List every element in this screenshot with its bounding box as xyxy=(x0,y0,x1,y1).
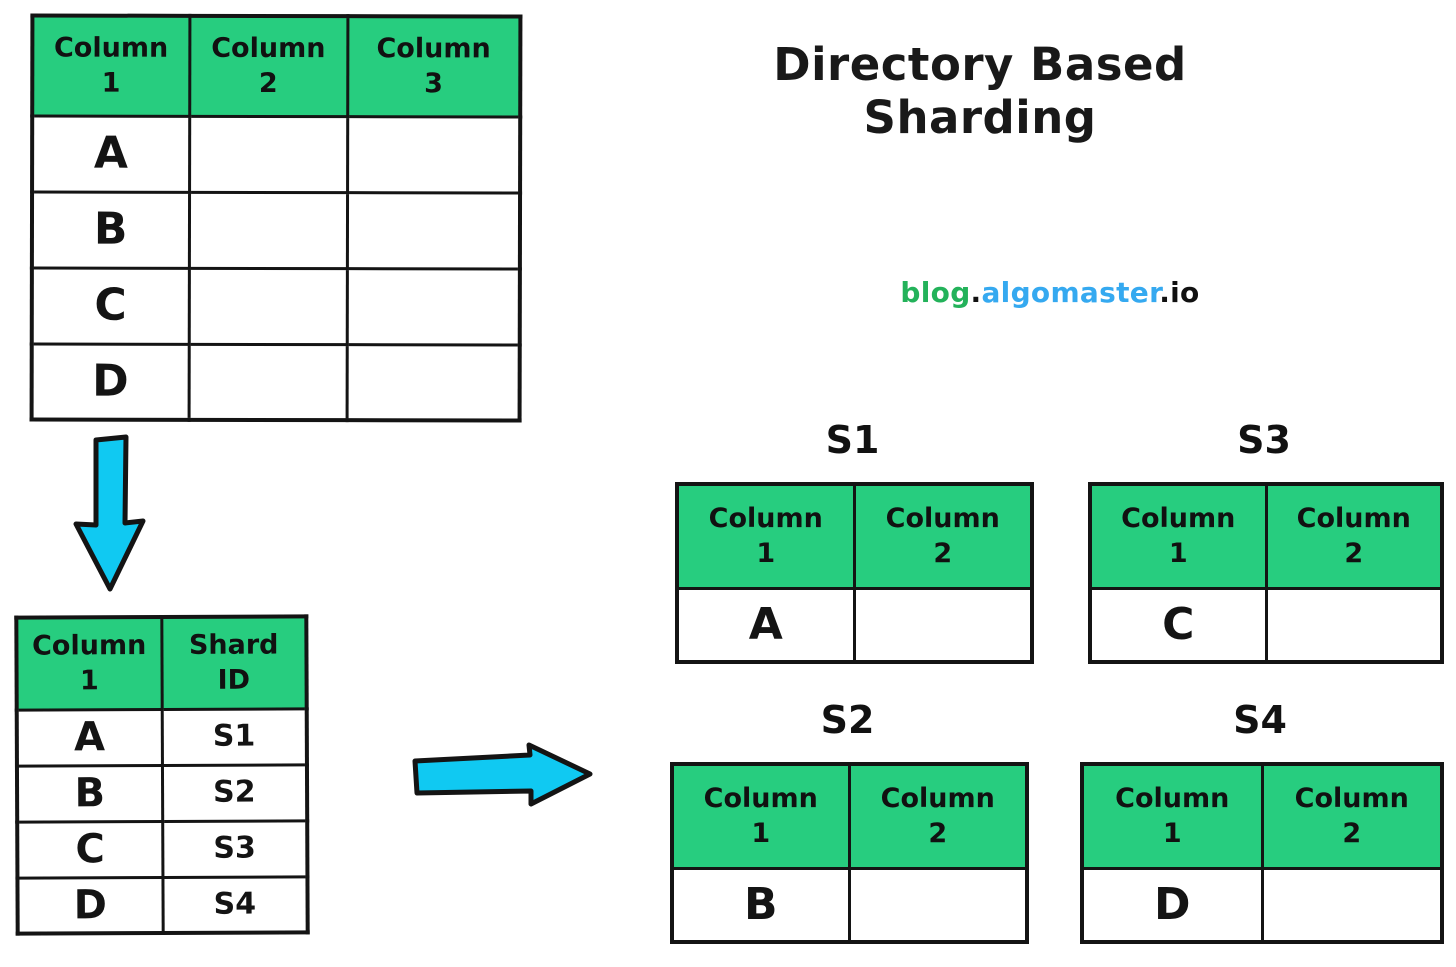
empty-cell xyxy=(188,267,347,345)
table-row: A xyxy=(32,115,521,193)
empty-cell xyxy=(1264,586,1444,664)
table-row: B xyxy=(31,191,521,269)
table-row: D xyxy=(31,343,520,421)
watermark-algomaster: algomaster xyxy=(981,276,1160,309)
data-cell: D xyxy=(31,343,189,420)
empty-cell xyxy=(346,192,521,269)
watermark-dot: . xyxy=(1159,276,1171,309)
empty-cell xyxy=(847,866,1029,944)
data-cell: B xyxy=(670,866,851,944)
table-row: A xyxy=(675,586,1034,664)
empty-cell xyxy=(347,116,521,193)
table-row: C xyxy=(31,267,520,345)
empty-cell xyxy=(852,586,1034,664)
data-cell: C xyxy=(31,267,189,344)
data-cell: B xyxy=(31,191,190,268)
empty-cell xyxy=(188,343,347,421)
empty-cell xyxy=(346,268,520,345)
shard-label: S2 xyxy=(820,698,875,742)
right-arrow-icon xyxy=(412,742,593,807)
page-title: Directory Based Sharding xyxy=(773,38,1187,144)
data-cell: C xyxy=(1088,586,1268,664)
shard-id-cell: S2 xyxy=(161,764,308,821)
watermark-dot: . xyxy=(970,276,982,309)
table-row: A S1 xyxy=(16,708,307,766)
shard-label: S4 xyxy=(1233,698,1287,742)
empty-cell xyxy=(346,344,520,421)
watermark-blog: blog xyxy=(900,276,971,309)
table-row: B S2 xyxy=(16,764,308,822)
shard-label: S3 xyxy=(1237,418,1291,462)
data-cell: D xyxy=(1080,866,1264,944)
data-cell: C xyxy=(17,820,163,878)
empty-cell xyxy=(188,191,348,269)
data-cell: D xyxy=(17,876,163,934)
shard-id-cell: S4 xyxy=(162,876,308,933)
data-cell: B xyxy=(16,765,163,822)
down-arrow-icon xyxy=(73,434,146,592)
table-row: C xyxy=(1088,586,1444,664)
empty-cell xyxy=(189,115,348,193)
data-cell: A xyxy=(675,586,856,664)
shard-id-cell: S1 xyxy=(161,708,307,766)
data-cell: A xyxy=(32,115,190,192)
table-row: C S3 xyxy=(17,820,308,878)
table-row: D S4 xyxy=(17,876,308,934)
table-row: B xyxy=(670,866,1029,944)
watermark: blog.algomaster.io xyxy=(850,276,1250,309)
shard-id-cell: S3 xyxy=(162,820,308,877)
table-row: D xyxy=(1080,866,1444,944)
data-cell: A xyxy=(16,709,162,766)
empty-cell xyxy=(1260,866,1444,944)
watermark-io: io xyxy=(1170,276,1200,309)
shard-label: S1 xyxy=(825,418,880,462)
